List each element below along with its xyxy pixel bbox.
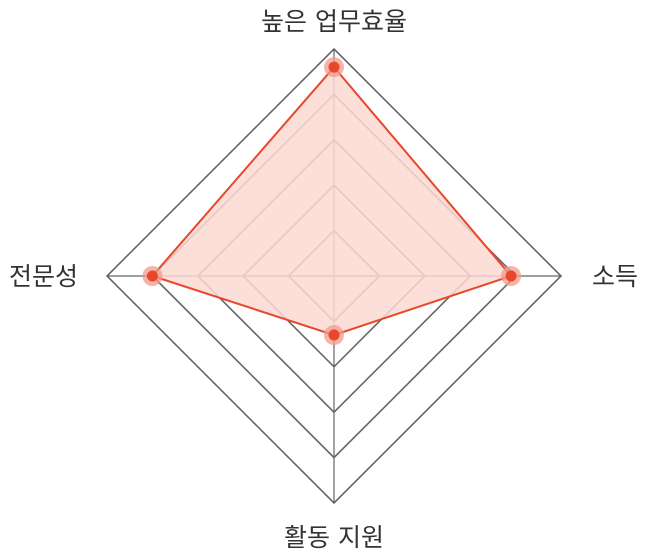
axis-label-income: 소득 bbox=[592, 262, 638, 291]
data-point-1 bbox=[328, 61, 340, 73]
data-point-2 bbox=[505, 270, 517, 282]
data-point-3 bbox=[328, 329, 340, 341]
axis-label-activity-support: 활동 지원 bbox=[284, 523, 384, 552]
data-point-4 bbox=[146, 270, 158, 282]
axis-label-expertise: 전문성 bbox=[9, 262, 78, 291]
radar-series bbox=[150, 65, 513, 337]
axis-label-efficiency: 높은 업무효율 bbox=[261, 7, 407, 36]
radar-markers bbox=[142, 57, 522, 346]
series-area-1 bbox=[150, 65, 513, 337]
